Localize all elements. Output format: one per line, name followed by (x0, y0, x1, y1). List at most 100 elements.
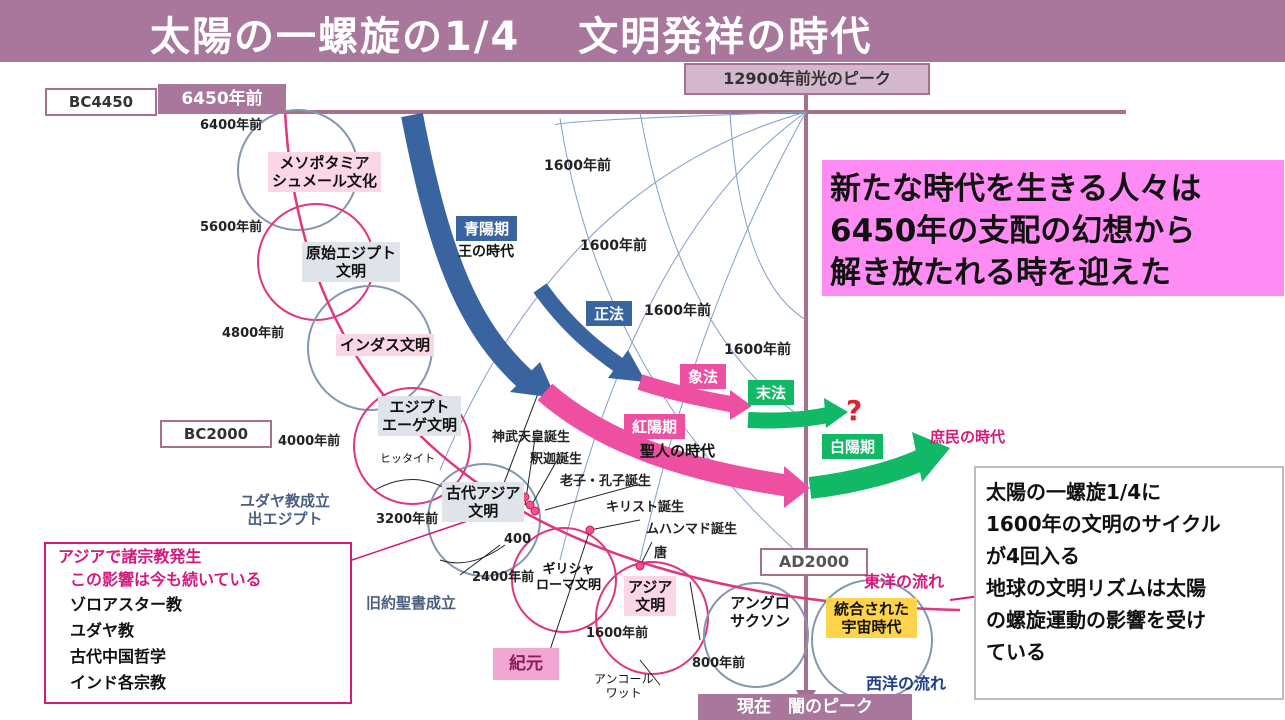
civ-egypt: 原始エジプト 文明 (302, 242, 401, 282)
event-shaka: 釈迦誕生 (530, 452, 583, 467)
cycle-arc (729, 111, 807, 321)
civ-greco-roman: ギリシャ ローマ文明 (536, 562, 602, 593)
event-judaism: ユダヤ教成立 出エジプト (240, 492, 331, 528)
event-jimmu: 神武天皇誕生 (492, 430, 571, 445)
cycle-arc (554, 111, 807, 126)
blue-arrow-main (401, 112, 536, 391)
event-dots (520, 492, 645, 571)
civ-indus: インダス文明 (336, 334, 435, 356)
now-dark-label: 現在 闇のピーク (698, 694, 912, 720)
connector-line (639, 659, 661, 686)
cycle-arc (439, 111, 807, 471)
question-mark: ? (846, 394, 863, 427)
year-800: 800年前 (692, 656, 746, 671)
asia-box-item: 古代中国哲学 (70, 647, 167, 666)
title-bar (0, 0, 1285, 62)
civ-aegean: エジプト エーゲ文明 (378, 396, 462, 436)
event-dot (585, 525, 595, 535)
event-angkor: アンコール ワット (594, 672, 654, 701)
cycle-1600-2: 1600年前 (580, 238, 647, 254)
year-5600: 5600年前 (200, 220, 263, 235)
main-callout: 新たな時代を生きる人々は 6450年の支配の幻想から 解き放たれる時を迎えた (822, 160, 1284, 296)
connector-line (529, 454, 561, 509)
era-seiyo-label: 青陽期 (456, 216, 518, 241)
cycle-1600-1: 1600年前 (544, 158, 611, 174)
y6450-label: 6450年前 (158, 84, 286, 114)
peak-light-label: 12900年前光のピーク (684, 63, 930, 95)
event-muhammad: ムハンマド誕生 (646, 522, 738, 537)
civ-cosmic: 統合された 宇宙時代 (826, 598, 918, 638)
bc2000-label: BC2000 (160, 420, 272, 448)
year-400: 400 (504, 532, 532, 547)
green-arrow-mappo (747, 406, 834, 429)
asia-box-item: ゾロアスター教 (70, 595, 183, 614)
cycle-arc (559, 111, 807, 561)
civ-hittite: ヒッタイト (380, 452, 435, 465)
era-mappo: 末法 (748, 380, 795, 405)
asia-religions-box: アジアで諸宗教発生 この影響は今も続いている ゾロアスター教 ユダヤ教 古代中国… (44, 542, 352, 704)
cycle-arc (639, 111, 807, 561)
circle-anglo (703, 582, 809, 688)
event-dot (525, 500, 535, 510)
circle-aegean (353, 387, 471, 505)
ad2000-label: AD2000 (760, 548, 868, 576)
pink-arrow-zobo (637, 374, 737, 413)
year-4800: 4800年前 (222, 326, 285, 341)
spiral-arc (283, 109, 961, 612)
civ-ancient-asia: 古代アジア 文明 (442, 482, 525, 522)
pink-arrow-zobo-head (730, 390, 752, 420)
green-arrow-mappo-head (824, 398, 848, 428)
cycle-arc (559, 117, 807, 561)
asia-box-item: インド各宗教 (70, 673, 167, 692)
pink-arrow-koyo-head (784, 466, 810, 508)
connector-line (439, 544, 506, 564)
year-1600-bottom: 1600年前 (586, 626, 649, 641)
circle-greco-roman (511, 527, 617, 633)
cycle-1600-4: 1600年前 (724, 342, 791, 358)
circle-asia (595, 561, 709, 675)
event-laozi: 老子・孔子誕生 (560, 474, 652, 489)
asia-box-item: ユダヤ教 (70, 621, 135, 640)
era-zobo: 象法 (680, 364, 727, 389)
event-dot (530, 506, 540, 516)
year-6400: 6400年前 (200, 118, 263, 133)
page-title: 太陽の一螺旋の1/4 文明発祥の時代 (150, 14, 873, 60)
connector-line (589, 519, 641, 531)
event-christ: キリスト誕生 (606, 500, 685, 515)
kigen-label: 紀元 (493, 648, 559, 680)
connector-line (459, 544, 501, 576)
event-tang: 唐 (654, 546, 668, 561)
blue-arrow-shobo (533, 283, 625, 373)
green-arrow-hakuyo (808, 448, 930, 499)
year-3200: 3200年前 (376, 512, 439, 527)
pink-arrow-koyo (537, 383, 792, 497)
era-shomin: 庶民の時代 (930, 428, 1006, 446)
year-4000: 4000年前 (278, 434, 341, 449)
bc4450-label: BC4450 (45, 88, 157, 116)
era-koyo-desc: 聖人の時代 (640, 442, 716, 460)
right-callout: 太陽の一螺旋1/4に 1600年の文明のサイクル が4回入る 地球の文明リズムは… (974, 466, 1284, 700)
event-dot (635, 561, 645, 571)
era-koyo-label: 紅陽期 (624, 414, 686, 439)
blue-arrow-shobo-head (608, 350, 646, 382)
cycle-1600-3: 1600年前 (644, 303, 711, 319)
civ-mesopotamia: メソポタミア シュメール文化 (268, 152, 382, 192)
green-arrow-hakuyo-head (912, 432, 950, 482)
asia-box-sub: この影響は今も続いている (70, 570, 262, 589)
civ-asia: アジア 文明 (624, 576, 677, 616)
era-shobo: 正法 (586, 301, 633, 326)
connector-line (374, 479, 446, 491)
era-seiyo-desc: 王の時代 (458, 244, 514, 260)
era-hakuyo-label: 白陽期 (822, 434, 884, 459)
flow-east: 東洋の流れ (864, 572, 945, 591)
civ-anglo: アングロ サクソン (730, 594, 791, 630)
connector-lines (374, 374, 701, 686)
connector-line (544, 483, 641, 511)
flow-west: 西洋の流れ (866, 674, 947, 693)
event-old-testament: 旧約聖書成立 (366, 594, 457, 612)
asia-box-heading: アジアで諸宗教発生 (58, 547, 202, 566)
blue-arrow-main-head (510, 362, 556, 398)
year-2400: 2400年前 (472, 570, 535, 585)
connector-line (689, 581, 701, 641)
